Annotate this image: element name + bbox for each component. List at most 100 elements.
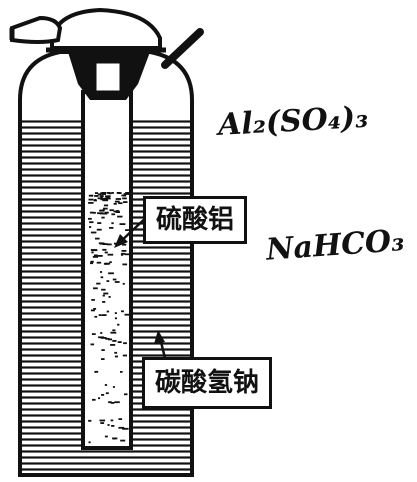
speckle	[106, 280, 110, 282]
speckle	[112, 278, 117, 281]
speckle	[92, 398, 96, 401]
speckle	[90, 262, 94, 265]
speckle	[89, 226, 92, 228]
speckle	[110, 419, 114, 422]
speckle	[101, 195, 104, 197]
speckle	[92, 211, 96, 214]
speckle	[108, 296, 111, 298]
speckle	[88, 202, 94, 204]
speckle	[112, 386, 115, 388]
speckle	[117, 323, 120, 326]
speckle	[92, 256, 98, 258]
speckle	[108, 338, 113, 341]
speckle	[105, 337, 110, 340]
speckle	[101, 358, 105, 360]
speckle	[100, 196, 103, 199]
speckle	[107, 424, 110, 426]
speckle	[106, 196, 110, 199]
speckle	[124, 253, 131, 256]
speckle	[120, 439, 126, 442]
speckle	[110, 331, 117, 334]
speckle	[122, 243, 127, 246]
speckle	[109, 227, 114, 229]
speckle	[123, 427, 129, 430]
speckle	[106, 192, 111, 194]
speckle	[102, 294, 105, 297]
speckle	[94, 192, 99, 194]
speckle	[123, 193, 130, 195]
speckle	[114, 317, 117, 320]
speckle	[95, 237, 100, 240]
speckle	[94, 315, 98, 318]
speckle	[102, 208, 105, 211]
cap-neck	[93, 60, 123, 94]
speckle	[114, 351, 118, 354]
label-aluminum-sulfate: 硫酸铝	[143, 196, 248, 244]
speckle	[91, 299, 95, 301]
speckle	[102, 248, 107, 251]
speckle	[100, 271, 103, 273]
speckle	[93, 254, 98, 257]
speckle	[102, 197, 109, 200]
speckle	[104, 251, 108, 254]
speckle	[103, 292, 109, 295]
speckle	[101, 349, 105, 351]
speckle	[122, 263, 128, 266]
speckle	[110, 402, 115, 404]
speckle	[121, 250, 127, 252]
speckle	[98, 397, 101, 400]
speckle	[101, 288, 106, 291]
speckle	[89, 211, 94, 214]
speckle	[102, 243, 108, 245]
speckle	[99, 212, 106, 215]
speckle	[115, 211, 120, 213]
speckle	[115, 198, 122, 200]
speckle	[99, 242, 106, 245]
speckle	[118, 202, 123, 205]
speckle	[90, 343, 95, 346]
speckle	[103, 204, 109, 207]
speckle	[113, 202, 117, 205]
speckle	[122, 197, 127, 200]
speckle	[102, 301, 106, 303]
speckle	[106, 243, 112, 246]
speckle	[123, 342, 127, 345]
speckle	[102, 199, 109, 202]
nozzle	[10, 15, 63, 44]
speckle	[101, 192, 106, 194]
speckle	[122, 427, 125, 430]
speckle	[114, 401, 120, 404]
speckle	[117, 192, 122, 194]
speckle	[96, 195, 99, 197]
speckle	[109, 209, 114, 212]
speckle	[88, 441, 91, 444]
speckle	[93, 308, 97, 310]
speckle	[98, 314, 102, 316]
speckle	[117, 341, 122, 343]
speckle	[107, 195, 111, 198]
speckle	[99, 209, 103, 212]
speckle	[124, 393, 128, 396]
speckle	[89, 221, 94, 224]
speckle	[97, 222, 102, 224]
inner-tube-speckles	[88, 192, 131, 444]
speckle	[88, 198, 94, 201]
speckle	[100, 332, 103, 334]
inner-tube-liquid	[85, 190, 129, 446]
speckle	[108, 401, 112, 404]
cap-top	[50, 7, 162, 50]
speckle	[90, 309, 95, 312]
speckle	[119, 223, 126, 225]
speckle	[118, 418, 123, 420]
speckle	[93, 287, 98, 290]
speckle	[100, 337, 107, 339]
speckle	[91, 251, 94, 254]
speckle	[121, 310, 124, 313]
speckle	[104, 211, 109, 214]
handle	[161, 28, 204, 69]
speckle	[104, 435, 108, 438]
speckle	[122, 282, 125, 285]
speckle	[108, 272, 114, 275]
speckle	[100, 276, 104, 279]
speckle	[101, 394, 105, 396]
